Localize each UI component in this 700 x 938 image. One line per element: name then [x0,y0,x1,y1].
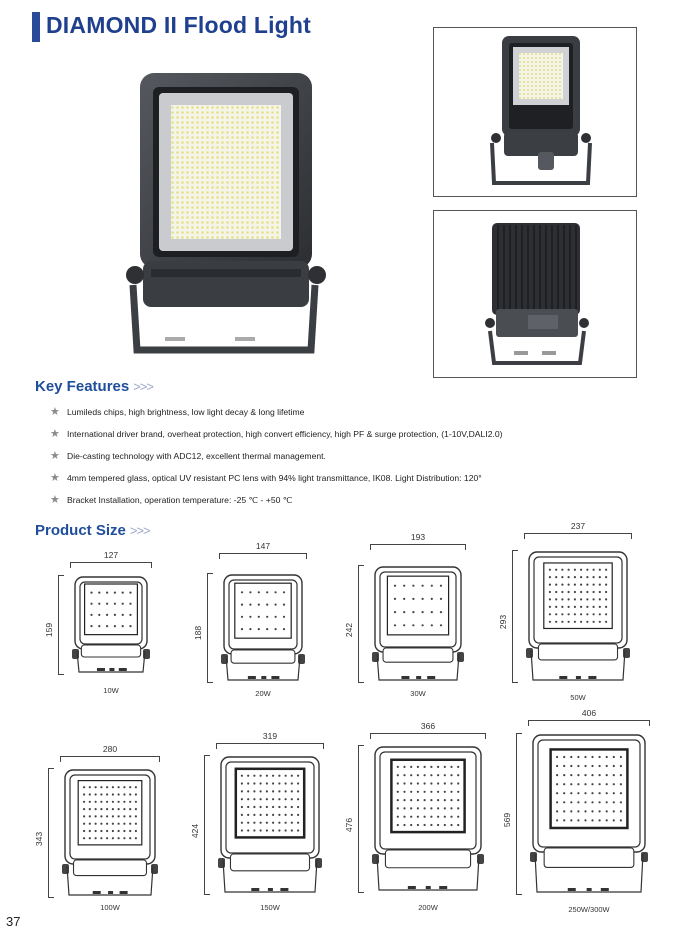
height-dimension-label: 242 [344,622,354,637]
feature-text: Lumileds chips, high brightness, low lig… [67,407,305,417]
height-dimension-line [516,733,522,895]
width-dimension-label: 366 [420,721,436,731]
feature-text: Bracket Installation, operation temperat… [67,495,293,505]
height-dimension-line [204,755,210,895]
key-features-heading: Key Features>>> [35,378,154,395]
key-features-heading-text: Key Features [35,378,130,395]
back-view-image [433,210,637,378]
width-dimension-line [60,756,160,762]
wattage-label: 50W [570,693,586,702]
width-dimension-label: 127 [103,550,119,560]
wattage-label: 200W [418,903,438,912]
front-view-image [433,27,637,197]
height-dimension-label: 159 [44,623,54,638]
page-number: 37 [6,914,21,929]
width-dimension-label: 193 [410,532,426,542]
chevrons-icon: >>> [133,379,154,394]
wattage-label: 10W [103,686,119,695]
width-dimension-line [370,544,466,550]
feature-item: ★ International driver brand, overheat pr… [50,427,670,449]
wattage-label: 30W [410,689,426,698]
lamp-outline-drawing [372,745,484,893]
width-dimension-label: 280 [102,744,118,754]
lamp-outline-drawing [526,550,630,683]
width-dimension-label: 237 [570,521,586,531]
width-dimension-line [528,720,650,726]
width-dimension-line [216,743,324,749]
height-dimension-line [48,768,54,898]
lamp-outline-drawing [372,565,464,683]
chevrons-icon: >>> [129,523,151,538]
page-title: DIAMOND II Flood Light [46,12,312,38]
key-features-list: ★ Lumileds chips, high brightness, low li… [50,405,670,515]
height-dimension-line [58,575,64,675]
feature-text: Die-casting technology with ADC12, excel… [67,451,326,461]
lamp-outline-drawing [530,733,648,895]
height-dimension-label: 476 [344,817,354,832]
lamp-outline-drawing [72,575,150,675]
height-dimension-label: 424 [190,823,200,838]
height-dimension-label: 569 [502,812,512,827]
wattage-label: 150W [260,903,280,912]
feature-text: 4mm tempered glass, optical UV resistant… [67,473,482,483]
width-dimension-line [370,733,486,739]
hero-product-image [115,65,330,365]
width-dimension-label: 147 [255,541,271,551]
star-icon: ★ [50,450,60,462]
star-icon: ★ [50,494,60,506]
star-icon: ★ [50,406,60,418]
feature-item: ★ Bracket Installation, operation tempera… [50,493,670,515]
height-dimension-label: 293 [498,615,508,630]
star-icon: ★ [50,428,60,440]
wattage-label: 20W [255,689,271,698]
lamp-outline-drawing [218,755,322,895]
feature-text: International driver brand, overheat pro… [67,429,503,439]
height-dimension-label: 188 [193,626,203,641]
product-size-heading-text: Product Size [35,522,126,539]
height-dimension-label: 343 [34,831,44,846]
height-dimension-line [207,573,213,683]
title-accent-bar [32,12,40,42]
product-size-heading: Product Size>>> [35,522,151,539]
width-dimension-line [70,562,152,568]
lamp-outline-drawing [221,573,305,683]
feature-item: ★ 4mm tempered glass, optical UV resistan… [50,471,670,493]
height-dimension-line [358,565,364,683]
lamp-outline-drawing [62,768,158,898]
height-dimension-line [358,745,364,893]
width-dimension-line [524,533,632,539]
width-dimension-label: 406 [581,708,597,718]
feature-item: ★ Die-casting technology with ADC12, exce… [50,449,670,471]
width-dimension-line [219,553,307,559]
feature-item: ★ Lumileds chips, high brightness, low li… [50,405,670,427]
width-dimension-label: 319 [262,731,278,741]
star-icon: ★ [50,472,60,484]
wattage-label: 250W/300W [568,905,610,914]
wattage-label: 100W [100,903,120,912]
height-dimension-line [512,550,518,683]
